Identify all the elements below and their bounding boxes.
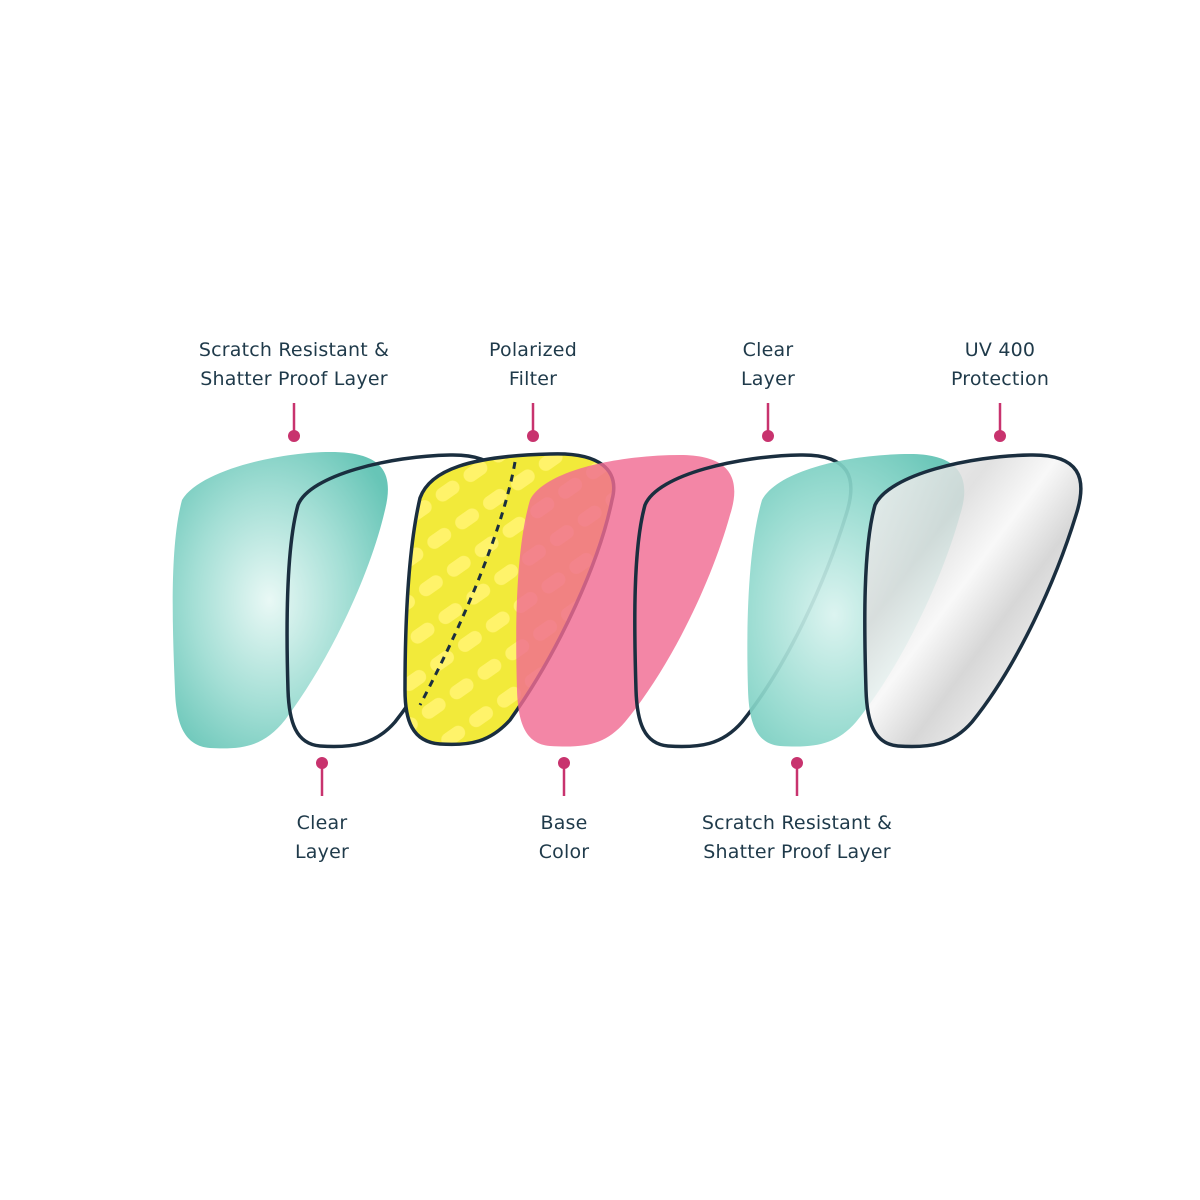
- label-top-polarized-filter: Polarized Filter: [489, 339, 577, 442]
- lens-scratch-resistant-front: [172, 452, 388, 749]
- label-line1: Scratch Resistant &: [199, 339, 389, 361]
- label-line2: Filter: [509, 368, 557, 390]
- label-line2: Shatter Proof Layer: [703, 841, 890, 863]
- label-line1: Polarized: [489, 339, 577, 361]
- label-line2: Layer: [741, 368, 795, 390]
- label-line2: Shatter Proof Layer: [200, 368, 387, 390]
- label-top-scratch-resistant: Scratch Resistant & Shatter Proof Layer: [199, 339, 389, 442]
- label-bottom-scratch-resistant: Scratch Resistant & Shatter Proof Layer: [702, 757, 892, 863]
- label-line2: Color: [539, 841, 590, 863]
- label-line2: Protection: [951, 368, 1049, 390]
- label-top-clear-layer: Clear Layer: [741, 339, 795, 442]
- label-bottom-base-color: Base Color: [539, 757, 590, 863]
- label-bottom-clear-layer: Clear Layer: [295, 757, 349, 863]
- label-line1: Clear: [297, 812, 348, 834]
- label-top-uv-400-protection: UV 400 Protection: [951, 339, 1049, 442]
- label-line1: Clear: [743, 339, 794, 361]
- label-line2: Layer: [295, 841, 349, 863]
- lens-base-color: [516, 455, 735, 747]
- label-line1: Base: [540, 812, 587, 834]
- label-line1: UV 400: [965, 339, 1035, 361]
- lens-uv-400-protection: [863, 453, 1083, 749]
- label-line1: Scratch Resistant &: [702, 812, 892, 834]
